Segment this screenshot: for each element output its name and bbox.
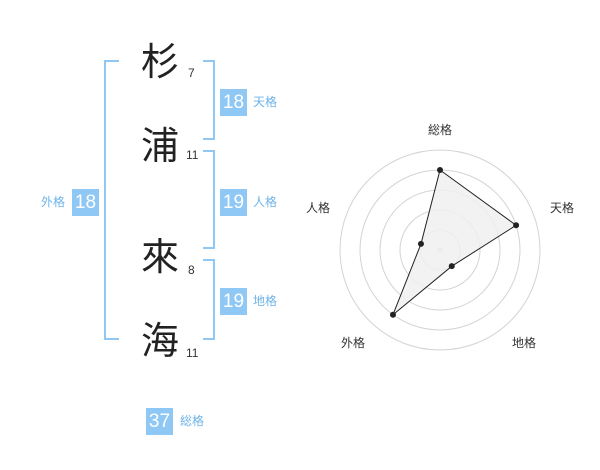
soukaku-label: 総格 [180, 414, 205, 428]
stroke-count-1: 7 [188, 66, 195, 80]
radar-point [417, 240, 424, 247]
name-char-4: 海 [141, 319, 180, 363]
stroke-count-3: 8 [188, 263, 195, 277]
tenkaku-bracket [203, 60, 215, 140]
soukaku-value-badge: 37 [146, 408, 173, 435]
chikaku-bracket [203, 259, 215, 340]
tenkaku-value-badge: 18 [220, 89, 247, 116]
radar-label-gaikaku: 外格 [341, 335, 365, 350]
name-char-1: 杉 [141, 40, 180, 84]
radar-point [513, 222, 520, 229]
radar-label-tenkaku: 天格 [550, 200, 574, 215]
radar-point [389, 311, 396, 318]
name-char-2: 浦 [141, 124, 180, 168]
jinkaku-value-badge: 19 [220, 189, 247, 216]
jinkaku-label: 人格 [253, 195, 278, 209]
radar-area [392, 169, 517, 316]
jinkaku-bracket [203, 150, 215, 249]
radar-label-soukaku: 総格 [428, 122, 452, 137]
chikaku-value-badge: 19 [220, 288, 247, 315]
gaikaku-bracket [104, 60, 119, 340]
chikaku-label: 地格 [253, 294, 278, 308]
radar-label-chikaku: 地格 [512, 335, 536, 350]
radar-ring [339, 149, 541, 351]
gaikaku-value-badge: 18 [72, 189, 99, 216]
tenkaku-label: 天格 [253, 95, 278, 109]
radar-point [448, 263, 455, 270]
name-char-3: 來 [141, 235, 180, 279]
stroke-count-4: 11 [186, 346, 199, 360]
stroke-count-2: 11 [186, 148, 199, 162]
radar-label-jinkaku: 人格 [306, 200, 330, 215]
gaikaku-label: 外格 [41, 195, 66, 209]
radar-point [437, 167, 443, 173]
